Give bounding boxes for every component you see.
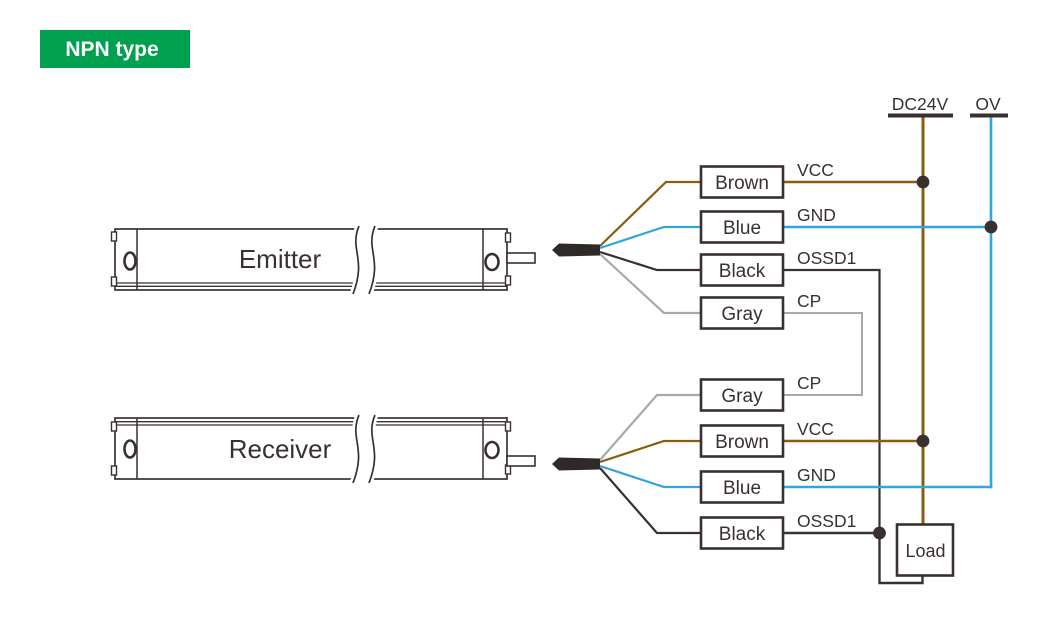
emitter-connector-stub [506, 252, 536, 264]
receiver-blue-wire-box-label: Blue [723, 478, 761, 499]
receiver-right-screw-icon [484, 440, 500, 460]
break-curve [368, 225, 376, 295]
receiver-connector-stub [506, 455, 536, 467]
wire-color-boxes: Brown Blue Black Gray Gray Brown Blue Bl… [699, 165, 785, 550]
power-rails: DC24V OV [888, 94, 1008, 525]
receiver-mount-tab [110, 421, 118, 432]
junction-dot-ossd1 [873, 526, 886, 540]
emitter-mount-tab [110, 276, 118, 287]
emitter-gray-lead [599, 253, 701, 315]
emitter-vcc-label: VCC [797, 160, 834, 180]
emitter-cable [552, 243, 600, 257]
npn-type-badge: NPN type [40, 30, 190, 68]
receiver-sensor: Receiver [110, 411, 536, 487]
emitter-sensor: Emitter [110, 222, 536, 298]
dc24v-rail-underline [888, 113, 953, 118]
emitter-body [114, 228, 508, 291]
emitter-brown-wire-box-label: Brown [715, 173, 769, 194]
emitter-ossd1-wire [783, 268, 881, 533]
receiver-left-screw-icon [123, 439, 137, 459]
receiver-black-wire-box [699, 516, 785, 550]
emitter-black-lead [599, 250, 701, 272]
receiver-black-wire-box-label: Black [719, 524, 766, 545]
emitter-black-wire-box [699, 253, 785, 287]
junction-dot-emitter-gnd [984, 220, 998, 234]
emitter-gray-wire-box [699, 296, 785, 330]
emitter-mount-tab [504, 275, 512, 286]
receiver-black-lead [599, 467, 701, 535]
break-curve [352, 225, 360, 295]
emitter-brown-wire-box [699, 165, 785, 199]
receiver-vcc-label: VCC [797, 419, 834, 439]
emitter-cp-label: CP [797, 291, 821, 311]
receiver-gnd-label: GND [797, 465, 836, 485]
receiver-label: Receiver [229, 434, 332, 464]
emitter-cable-fanout [552, 180, 701, 315]
emitter-brown-lead [599, 180, 701, 247]
receiver-body [114, 417, 508, 480]
emitter-blue-lead [599, 225, 701, 250]
load-box-outline [895, 523, 955, 577]
emitter-mount-tab [110, 231, 118, 242]
emitter-break-mark [347, 222, 381, 298]
ov-rail-underline [970, 113, 1008, 118]
receiver-brown-lead [599, 439, 701, 464]
load-box: Load [895, 523, 955, 577]
receiver-brown-wire-box-label: Brown [715, 432, 769, 453]
emitter-blue-wire-box [699, 210, 785, 244]
emitter-right-screw-icon [484, 252, 500, 272]
badge-label: NPN type [65, 38, 158, 61]
connection-wires [783, 175, 998, 585]
receiver-cable [552, 457, 600, 471]
signal-labels: VCC GND OSSD1 CP CP VCC GND OSSD1 [797, 160, 856, 531]
receiver-mount-tab [504, 421, 512, 432]
receiver-ossd1-label: OSSD1 [797, 511, 856, 531]
emitter-gnd-label: GND [797, 205, 836, 225]
ossd1-load-return-wire [878, 533, 924, 585]
receiver-gray-lead [599, 393, 701, 461]
receiver-gray-wire-box-label: Gray [721, 386, 763, 407]
break-curve [352, 414, 360, 484]
receiver-cp-label: CP [797, 373, 821, 393]
emitter-left-screw-icon [123, 251, 137, 271]
receiver-mount-tab [110, 465, 118, 476]
emitter-mount-tab [504, 232, 512, 243]
break-curve [368, 414, 376, 484]
receiver-blue-lead [599, 464, 701, 489]
ov-rail-label: OV [975, 94, 1001, 114]
emitter-blue-wire-box-label: Blue [723, 218, 761, 239]
receiver-break-mark [347, 411, 381, 487]
cp-link-wire [783, 312, 863, 396]
receiver-gray-wire-box [699, 378, 785, 412]
emitter-gray-wire-box-label: Gray [721, 304, 763, 325]
receiver-cable-fanout [552, 393, 701, 535]
receiver-blue-wire-box [699, 470, 785, 504]
junction-dot-emitter-vcc [916, 175, 930, 189]
badge-background [40, 30, 190, 68]
emitter-black-wire-box-label: Black [719, 261, 766, 282]
load-label: Load [905, 541, 945, 561]
emitter-label: Emitter [239, 244, 322, 274]
receiver-brown-wire-box [699, 424, 785, 458]
junction-dot-receiver-vcc [916, 434, 930, 448]
emitter-ossd1-label: OSSD1 [797, 248, 856, 268]
dc24v-rail-label: DC24V [892, 94, 949, 114]
